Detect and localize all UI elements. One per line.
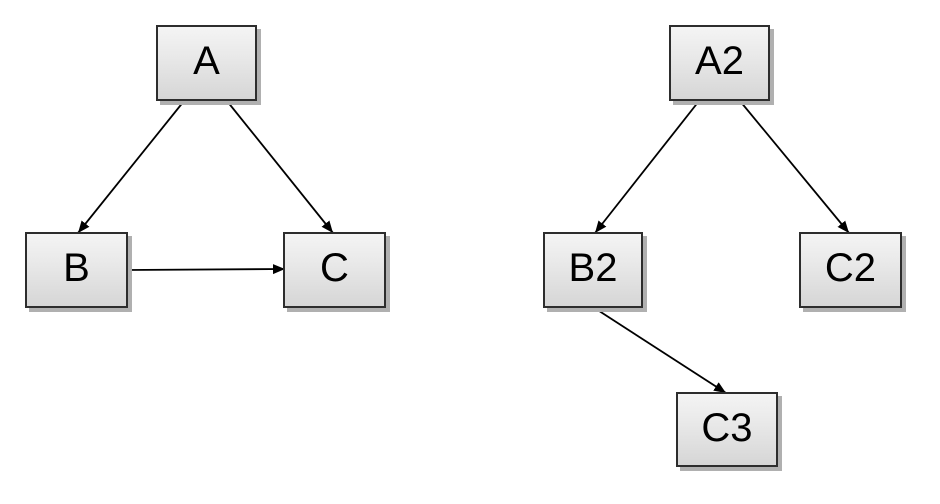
node-B2: B2	[543, 232, 643, 308]
node-C2: C2	[799, 232, 902, 308]
edge-B2-C3	[592, 306, 727, 394]
node-label-A: A	[193, 39, 220, 83]
node-A2: A2	[669, 25, 770, 101]
edge-A-C	[226, 100, 334, 234]
edge-A-B	[77, 100, 185, 234]
edge-A2-C2	[739, 100, 850, 234]
node-C3: C3	[676, 392, 778, 467]
node-label-C: C	[320, 246, 349, 290]
node-C: C	[283, 232, 386, 308]
node-label-B: B	[63, 246, 90, 290]
node-label-C3: C3	[701, 405, 753, 450]
edge-A2-B2	[594, 100, 700, 234]
node-label-B2: B2	[568, 246, 618, 290]
node-A: A	[156, 25, 257, 101]
node-B: B	[25, 232, 128, 308]
node-label-C2: C2	[824, 246, 877, 290]
node-label-A2: A2	[695, 39, 744, 83]
edge-B-C	[126, 264, 286, 275]
